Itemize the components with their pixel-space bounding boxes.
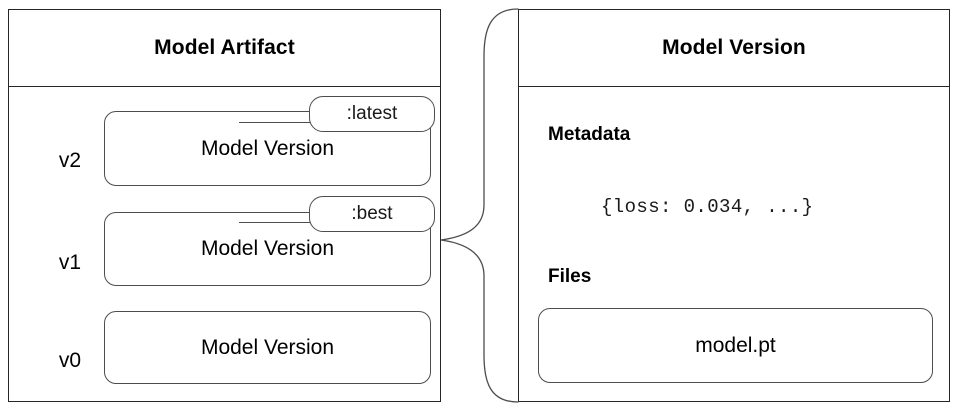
version-label-v1: v1 [58, 251, 82, 274]
file-item-model-pt[interactable]: model.pt [538, 308, 933, 383]
alias-tag-latest-label: :latest [346, 103, 398, 124]
model-version-title: Model Version [662, 36, 806, 59]
model-version-box-v1-label: Model Version [200, 237, 335, 260]
metadata-heading: Metadata [548, 124, 631, 145]
model-version-box-v0-label: Model Version [200, 335, 335, 359]
brace-connector-icon [440, 8, 519, 403]
model-version-body: Metadata {loss: 0.034, ...} Files model.… [519, 87, 949, 401]
model-artifact-title: Model Artifact [154, 36, 295, 59]
alias-connector-best [239, 222, 319, 223]
metadata-value: {loss: 0.034, ...} [601, 196, 814, 218]
alias-tag-latest[interactable]: :latest [309, 96, 435, 132]
model-version-box-v0[interactable]: Model Version [104, 311, 431, 384]
version-row-v0: v0 Model Version [9, 287, 440, 397]
version-label-v0: v0 [58, 349, 82, 372]
model-version-box-v2-label: Model Version [200, 136, 335, 160]
model-artifact-panel: Model Artifact v2 Model Version :latest … [8, 9, 441, 402]
alias-tag-best[interactable]: :best [309, 196, 435, 232]
version-row-v1: v1 Model Version :best [9, 188, 440, 298]
alias-tag-best-label: :best [351, 203, 393, 224]
model-artifact-body: v2 Model Version :latest v1 Model Versio… [9, 87, 440, 401]
model-version-panel: Model Version Metadata {loss: 0.034, ...… [518, 9, 950, 402]
files-heading: Files [548, 266, 592, 287]
version-row-v2: v2 Model Version :latest [9, 87, 440, 197]
version-label-v2: v2 [58, 149, 82, 172]
alias-connector-latest [239, 122, 319, 123]
file-item-model-pt-label: model.pt [695, 333, 776, 357]
model-artifact-header: Model Artifact [9, 10, 440, 87]
model-version-header: Model Version [519, 10, 949, 87]
